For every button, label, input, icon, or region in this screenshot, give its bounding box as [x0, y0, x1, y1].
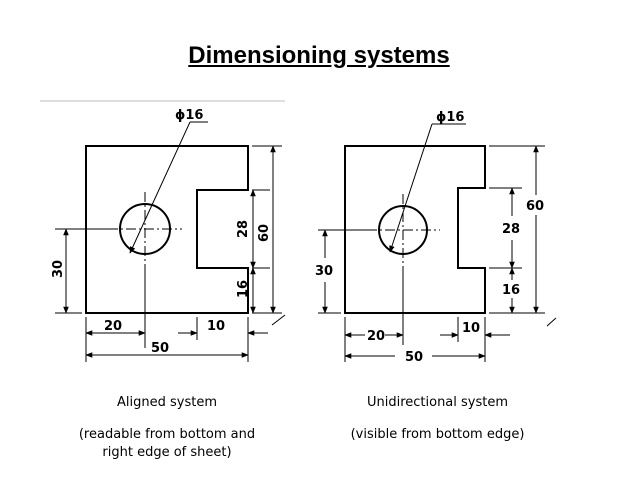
aligned-note: (readable from bottom and right edge of …	[52, 426, 282, 462]
unidirectional-dim-16: 16	[502, 283, 520, 298]
unidirectional-dim-28: 28	[502, 222, 520, 237]
unidirectional-dim-phi: ϕ16	[436, 110, 464, 125]
aligned-dim-16: 16	[236, 280, 251, 298]
aligned-dim-phi: ϕ16	[175, 108, 203, 123]
unidirectional-dim-60: 60	[526, 199, 544, 214]
aligned-dim-10: 10	[207, 319, 225, 334]
unidirectional-dim-20: 20	[367, 329, 385, 344]
aligned-note-line2: right edge of sheet)	[102, 445, 232, 460]
aligned-part-outline	[85, 145, 249, 314]
aligned-dim-30: 30	[51, 260, 66, 278]
unidirectional-dim-10: 10	[462, 321, 480, 336]
aligned-note-line1: (readable from bottom and	[78, 427, 256, 442]
aligned-caption: Aligned system	[117, 395, 217, 410]
aligned-drawing	[40, 100, 286, 362]
unidirectional-caption: Unidirectional system	[366, 395, 509, 410]
unidirectional-drawing	[318, 123, 557, 362]
unidirectional-dim-50: 50	[405, 350, 423, 365]
unidirectional-part-outline	[344, 145, 486, 314]
page-title: Dimensioning systems	[188, 42, 450, 69]
aligned-dim-50: 50	[151, 341, 169, 356]
aligned-dim-28: 28	[236, 220, 251, 238]
unidirectional-note: (visible from bottom edge)	[350, 427, 525, 442]
aligned-dim-60: 60	[257, 224, 272, 242]
unidirectional-dim-30: 30	[315, 264, 333, 279]
aligned-dim-20: 20	[104, 319, 122, 334]
